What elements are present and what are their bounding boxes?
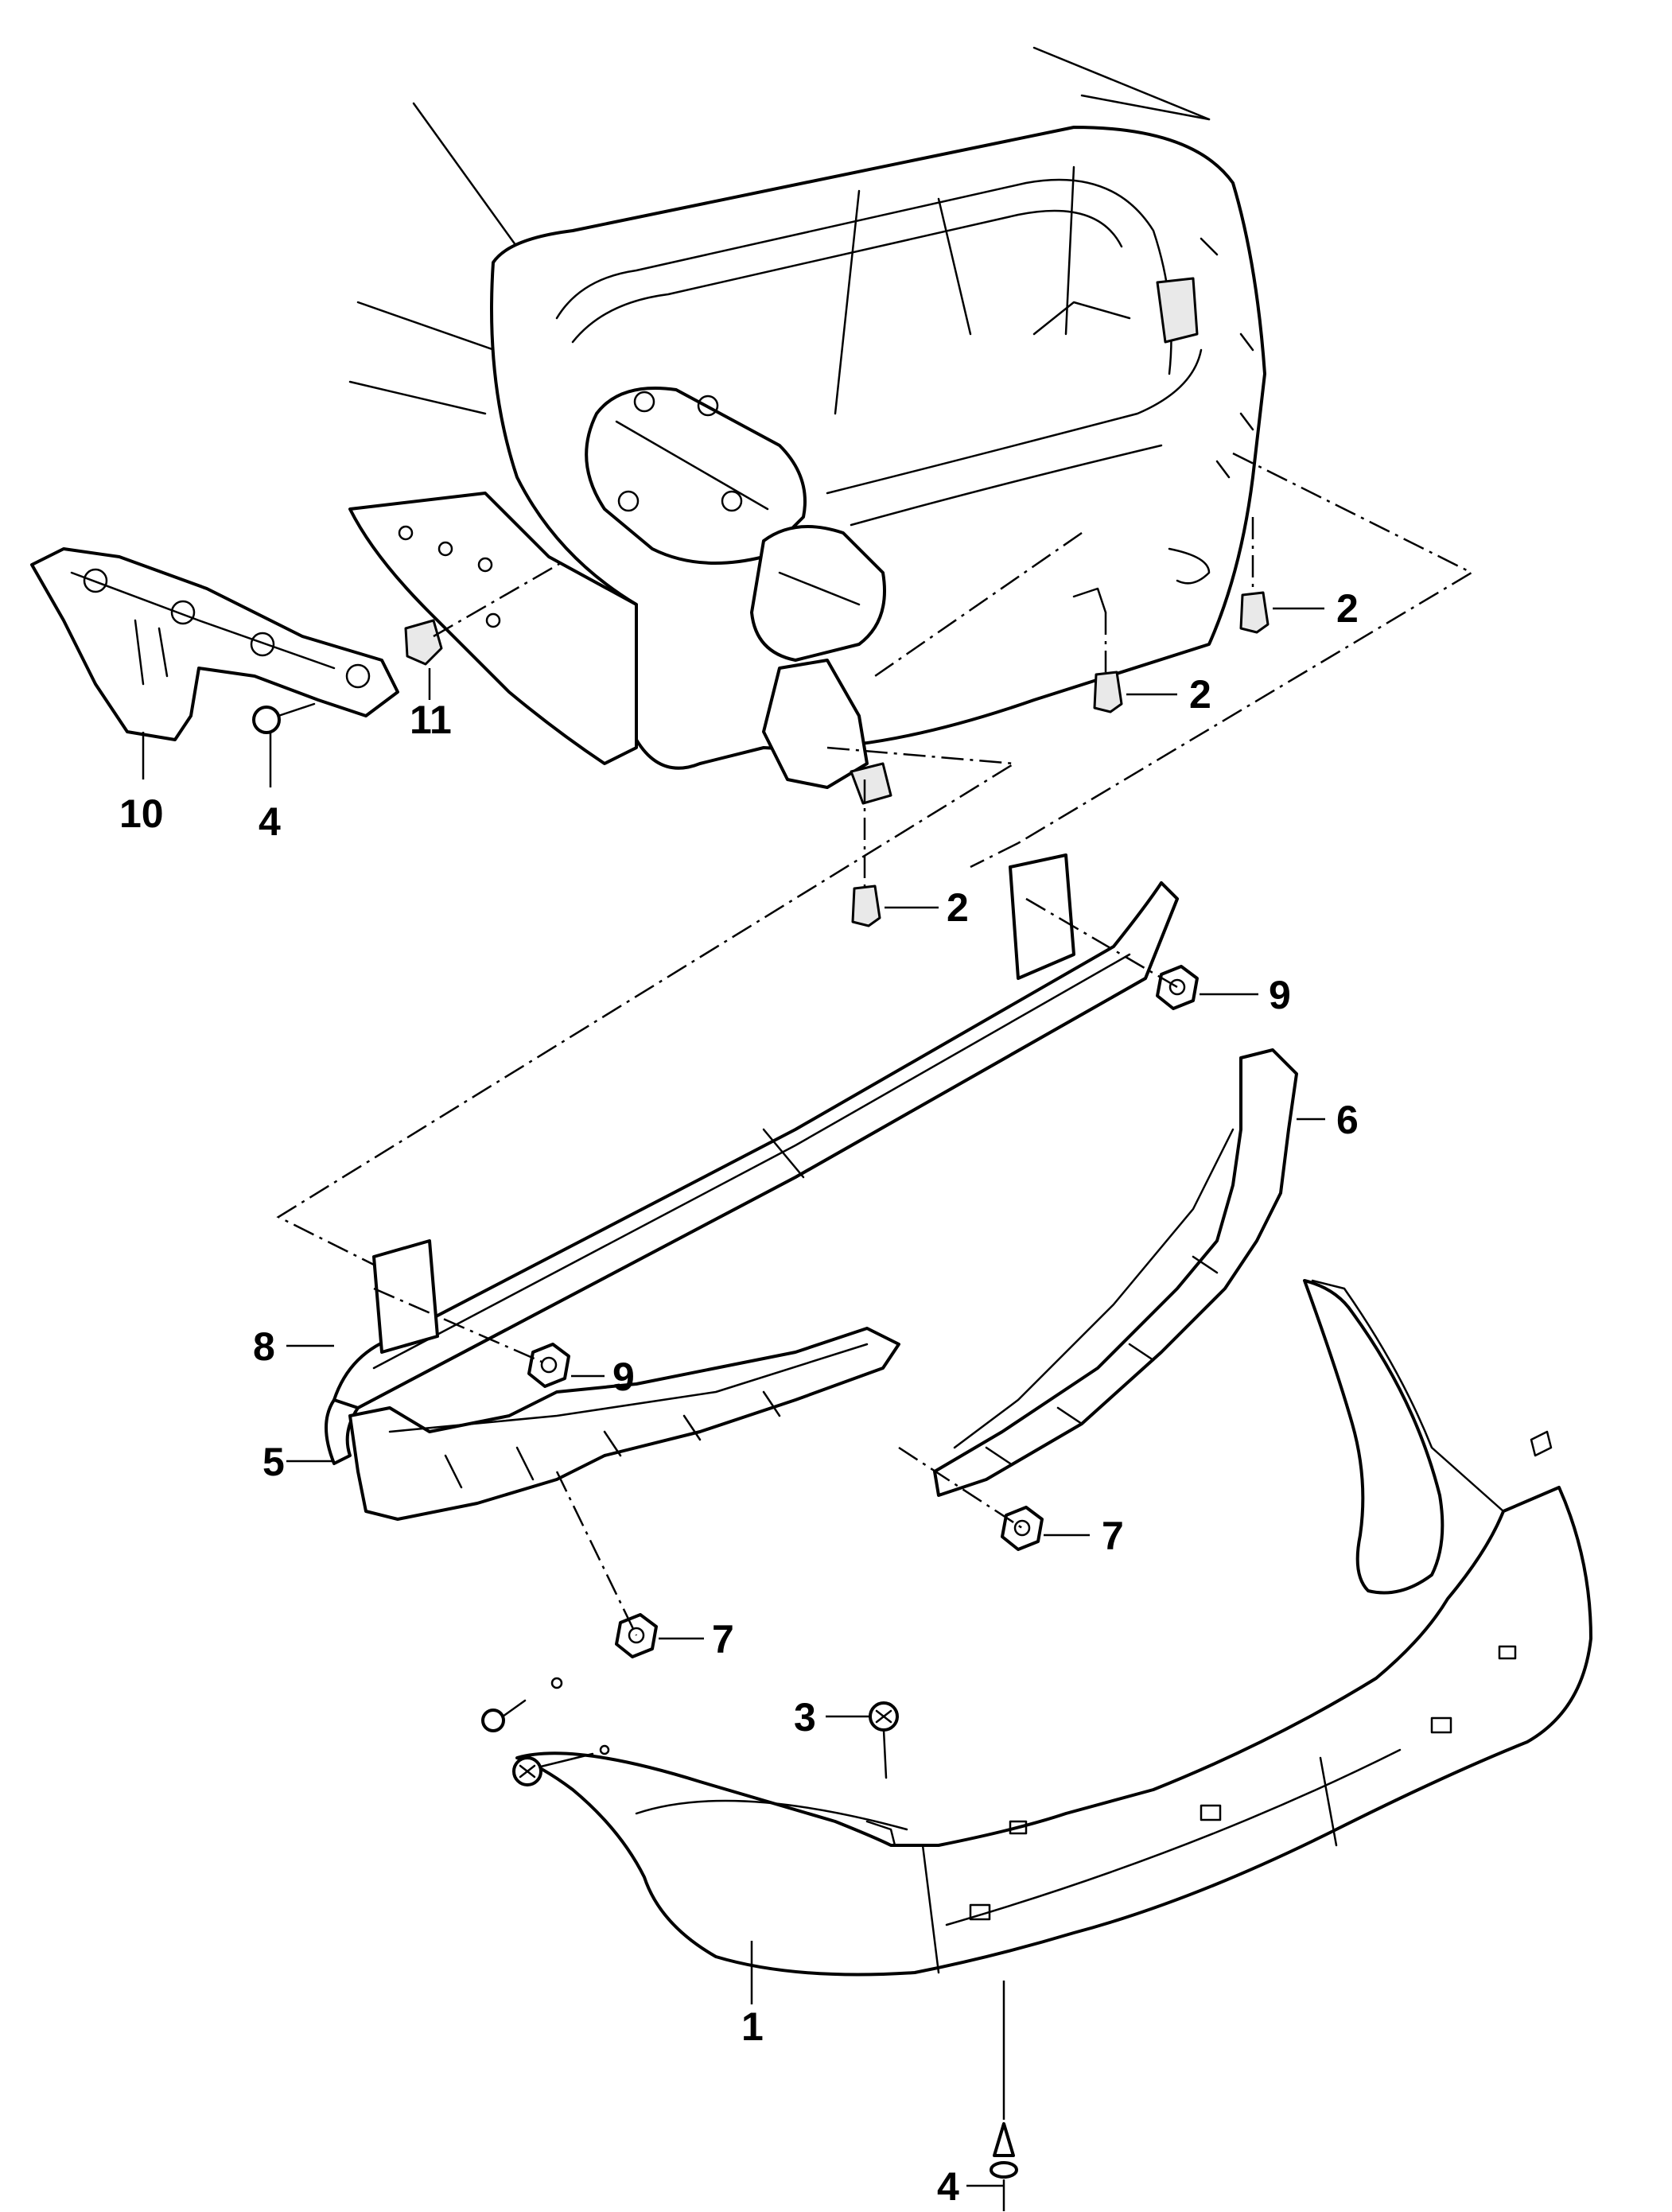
clip-part-2-a xyxy=(1239,591,1270,634)
nut-part-9-upper xyxy=(1156,965,1199,1010)
right-bumper-bracket-part-6 xyxy=(933,1048,1298,1497)
left-bumper-bracket-part-5 xyxy=(348,1327,900,1521)
callout-5: 5 xyxy=(262,1440,285,1484)
assembly-lines xyxy=(276,452,1474,1636)
callout-2-lower: 2 xyxy=(947,885,969,930)
callout-2-right: 2 xyxy=(1336,586,1359,631)
callout-9-lower: 9 xyxy=(612,1355,635,1399)
rear-bumper-cover-part-1 xyxy=(515,1279,1592,1977)
left-upper-bracket-part-10 xyxy=(30,547,399,741)
callout-labels: 2 2 2 11 10 4 9 6 8 9 7 5 7 3 1 4 xyxy=(119,586,1359,2209)
callout-2-middle: 2 xyxy=(1189,672,1211,717)
nut-part-7-left xyxy=(615,1613,658,1658)
push-clip-fastener xyxy=(481,1677,563,1732)
side-screw-fastener xyxy=(512,1744,610,1786)
leader-lines xyxy=(142,607,1325,2211)
screw-part-3 xyxy=(869,1701,899,1779)
nut-part-7-right xyxy=(1001,1506,1044,1551)
clip-part-2-b xyxy=(1093,671,1123,713)
screw-part-4-bottom xyxy=(990,2122,1018,2179)
clip-part-11 xyxy=(404,619,443,666)
callout-4-bottom: 4 xyxy=(937,2164,959,2209)
callout-8: 8 xyxy=(253,1324,275,1369)
bumper-reinforcement-beam-part-8 xyxy=(325,853,1179,1465)
callout-10: 10 xyxy=(119,791,164,836)
callout-11: 11 xyxy=(410,698,452,742)
callout-7-left: 7 xyxy=(712,1617,734,1662)
callout-7-right: 7 xyxy=(1102,1514,1124,1558)
callout-4-left: 4 xyxy=(259,799,281,844)
screw-part-4-left xyxy=(252,702,316,734)
clip-part-2-c xyxy=(851,884,881,927)
callout-9-upper: 9 xyxy=(1269,973,1291,1017)
callout-6: 6 xyxy=(1336,1098,1359,1142)
callout-3: 3 xyxy=(794,1695,816,1740)
callout-1: 1 xyxy=(741,2004,764,2049)
vehicle-rear-body xyxy=(348,46,1266,805)
nut-part-9-lower xyxy=(527,1343,570,1388)
